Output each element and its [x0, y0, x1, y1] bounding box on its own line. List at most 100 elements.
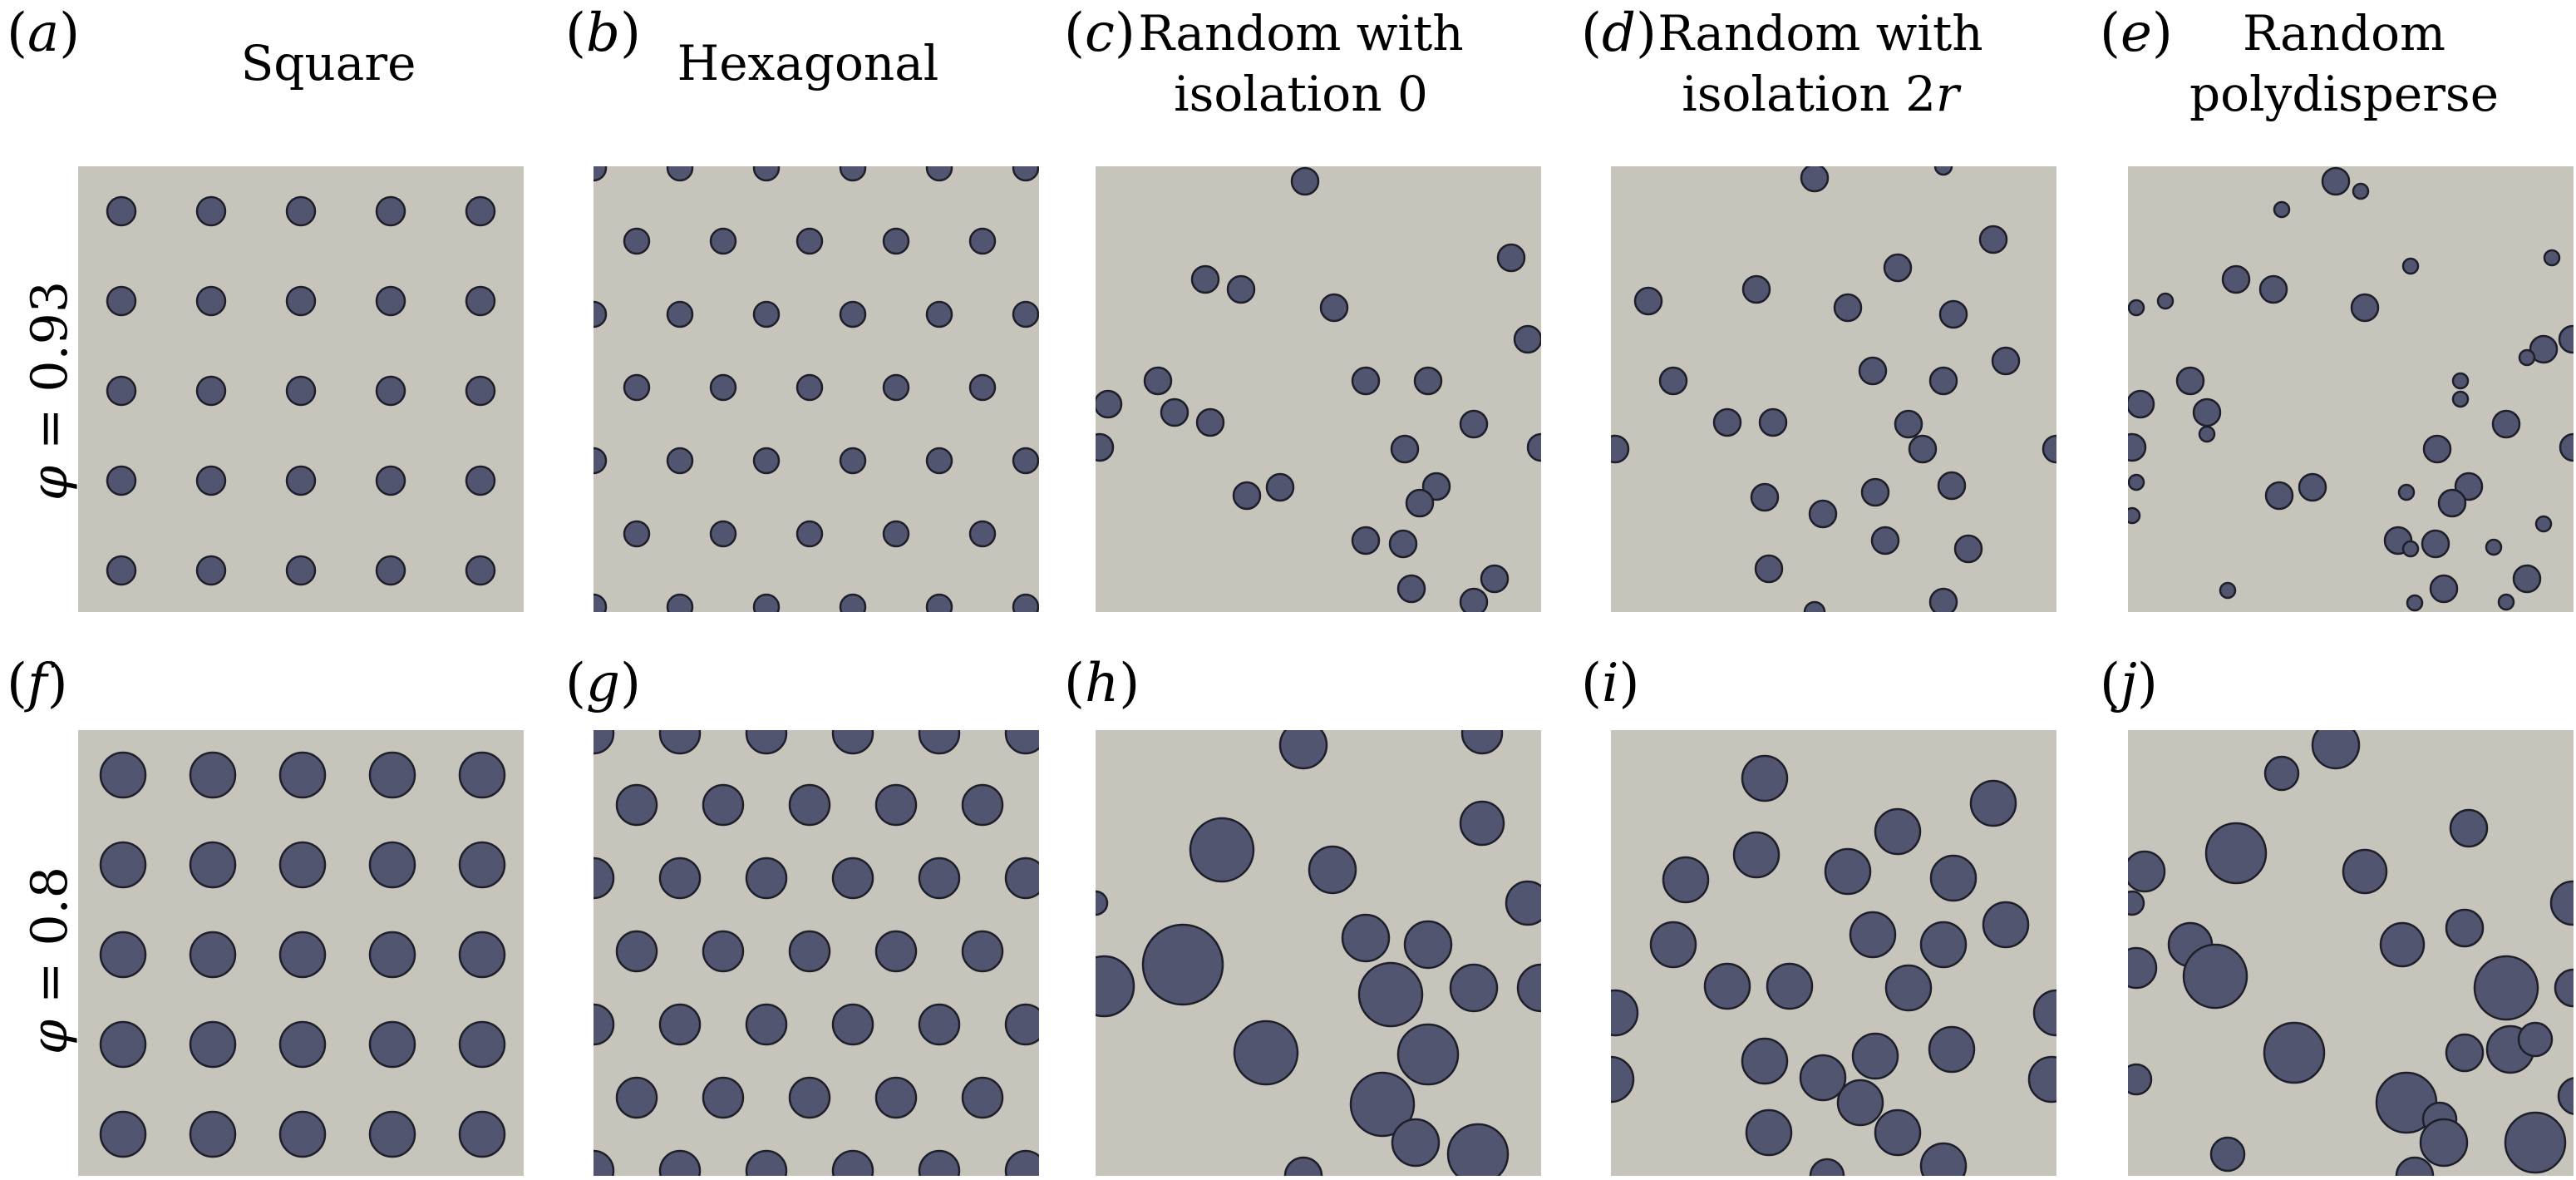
fiber-layout-random-iso2r-08 [1611, 754, 2056, 1176]
panel-label-d: (d) [1581, 2, 1657, 64]
fiber-cross-section [2518, 348, 2536, 367]
panel-random-iso2r-phi-093 [1611, 166, 2056, 612]
fiber-cross-section [1319, 293, 1349, 323]
fiber-cross-section [1391, 1118, 1441, 1168]
column-title-random-isolation-0: Random with isolation 0 [1138, 5, 1464, 122]
fiber-cross-section [2182, 943, 2248, 1010]
fiber-cross-section [658, 857, 702, 900]
fiber-cross-section [1883, 253, 1913, 283]
fiber-cross-section [2543, 249, 2561, 267]
fiber-cross-section [702, 930, 745, 973]
fiber-cross-section [99, 1110, 147, 1158]
fiber-cross-section [2128, 389, 2155, 419]
row-label-phi-093: φ = 0.93 [21, 280, 79, 501]
fiber-cross-section [874, 930, 918, 973]
fiber-cross-section [2485, 538, 2503, 556]
fiber-cross-section [658, 1149, 702, 1176]
fiber-cross-section [195, 465, 227, 496]
fiber-cross-section [2419, 1118, 2469, 1168]
fiber-cross-section [1349, 1071, 1416, 1138]
fiber-cross-section [2263, 1021, 2326, 1084]
panel-square-phi-093 [78, 166, 524, 612]
fiber-cross-section [2128, 890, 2145, 916]
fiber-cross-section [1799, 1054, 1847, 1102]
fiber-cross-section [1226, 274, 1256, 304]
fiber-cross-section [2512, 564, 2542, 594]
fiber-layout-random-poly-08 [2128, 730, 2574, 1176]
fiber-cross-section [1160, 397, 1189, 427]
panel-random-iso0-phi-08 [1096, 730, 1541, 1176]
fiber-cross-section [594, 730, 615, 755]
fiber-cross-section [795, 227, 824, 255]
fiber-cross-section [666, 300, 694, 328]
fiber-cross-section [1849, 911, 1897, 959]
fiber-cross-section [1096, 432, 1115, 462]
fiber-cross-section [465, 285, 496, 317]
fiber-cross-section [2379, 921, 2426, 968]
fiber-cross-section [831, 857, 874, 900]
fiber-cross-section [458, 751, 506, 799]
fiber-cross-section [795, 373, 824, 402]
fiber-cross-section [1745, 1108, 1793, 1157]
fiber-cross-section [874, 1076, 918, 1119]
fiber-cross-section [702, 1076, 745, 1119]
fiber-cross-section [615, 1076, 658, 1119]
fiber-cross-section [285, 465, 317, 496]
fiber-cross-section [615, 783, 658, 827]
fiber-cross-section [1141, 923, 1224, 1006]
fiber-cross-section [2497, 593, 2515, 611]
fiber-layout-square-08 [99, 751, 506, 1158]
fiber-cross-section [615, 930, 658, 973]
fiber-cross-section [745, 1003, 788, 1046]
fiber-cross-section [1928, 587, 1958, 612]
fiber-cross-section [1969, 779, 2017, 827]
fiber-cross-section [106, 465, 137, 496]
fiber-cross-section [99, 751, 147, 799]
fiber-cross-section [2321, 166, 2351, 196]
fiber-cross-section [666, 447, 694, 475]
fiber-cross-section [2263, 755, 2300, 792]
fiber-cross-section [2128, 506, 2141, 525]
fiber-cross-section [594, 857, 615, 900]
fiber-cross-section [968, 227, 997, 255]
fiber-cross-section [1991, 346, 2021, 376]
fiber-cross-section [2027, 1055, 2056, 1103]
fiber-cross-section [2449, 808, 2489, 848]
fiber-cross-section [2397, 483, 2416, 501]
fiber-cross-section [2559, 432, 2574, 462]
fiber-cross-section [1611, 434, 1630, 464]
fiber-cross-section [285, 375, 317, 407]
fiber-cross-section [1096, 890, 1109, 916]
fiber-cross-section [1874, 807, 1922, 856]
fiber-cross-section [594, 166, 608, 182]
fiber-cross-section [2445, 908, 2485, 948]
fiber-cross-section [285, 285, 317, 317]
fiber-cross-section [2198, 425, 2216, 443]
fiber-cross-section [752, 166, 781, 182]
fiber-cross-section [918, 730, 961, 755]
fiber-cross-section [709, 373, 737, 402]
fiber-layout-hexagonal-08 [594, 730, 1039, 1176]
fiber-cross-section [882, 520, 910, 548]
fiber-cross-section [189, 751, 237, 799]
fiber-cross-section [1928, 366, 1958, 396]
fiber-cross-section [1396, 1023, 1460, 1086]
fiber-cross-section [925, 300, 953, 328]
fiber-cross-section [2421, 529, 2450, 559]
fiber-cross-section [195, 555, 227, 586]
fiber-cross-section [458, 1020, 506, 1069]
fiber-cross-section [1741, 754, 1789, 802]
fiber-cross-section [1870, 526, 1900, 555]
fiber-cross-section [1732, 831, 1781, 879]
panel-label-a: (a) [7, 2, 81, 64]
fiber-cross-section [2350, 293, 2380, 323]
fiber-cross-section [2219, 581, 2237, 600]
fiber-cross-section [458, 931, 506, 979]
fiber-cross-section [2429, 574, 2459, 604]
fiber-cross-section [1449, 963, 1499, 1013]
fiber-cross-section [1283, 1156, 1323, 1176]
fiber-cross-section [1388, 529, 1418, 559]
fiber-cross-section [1012, 593, 1039, 612]
fiber-cross-section [2529, 334, 2559, 364]
fiber-cross-section [1919, 921, 1968, 969]
